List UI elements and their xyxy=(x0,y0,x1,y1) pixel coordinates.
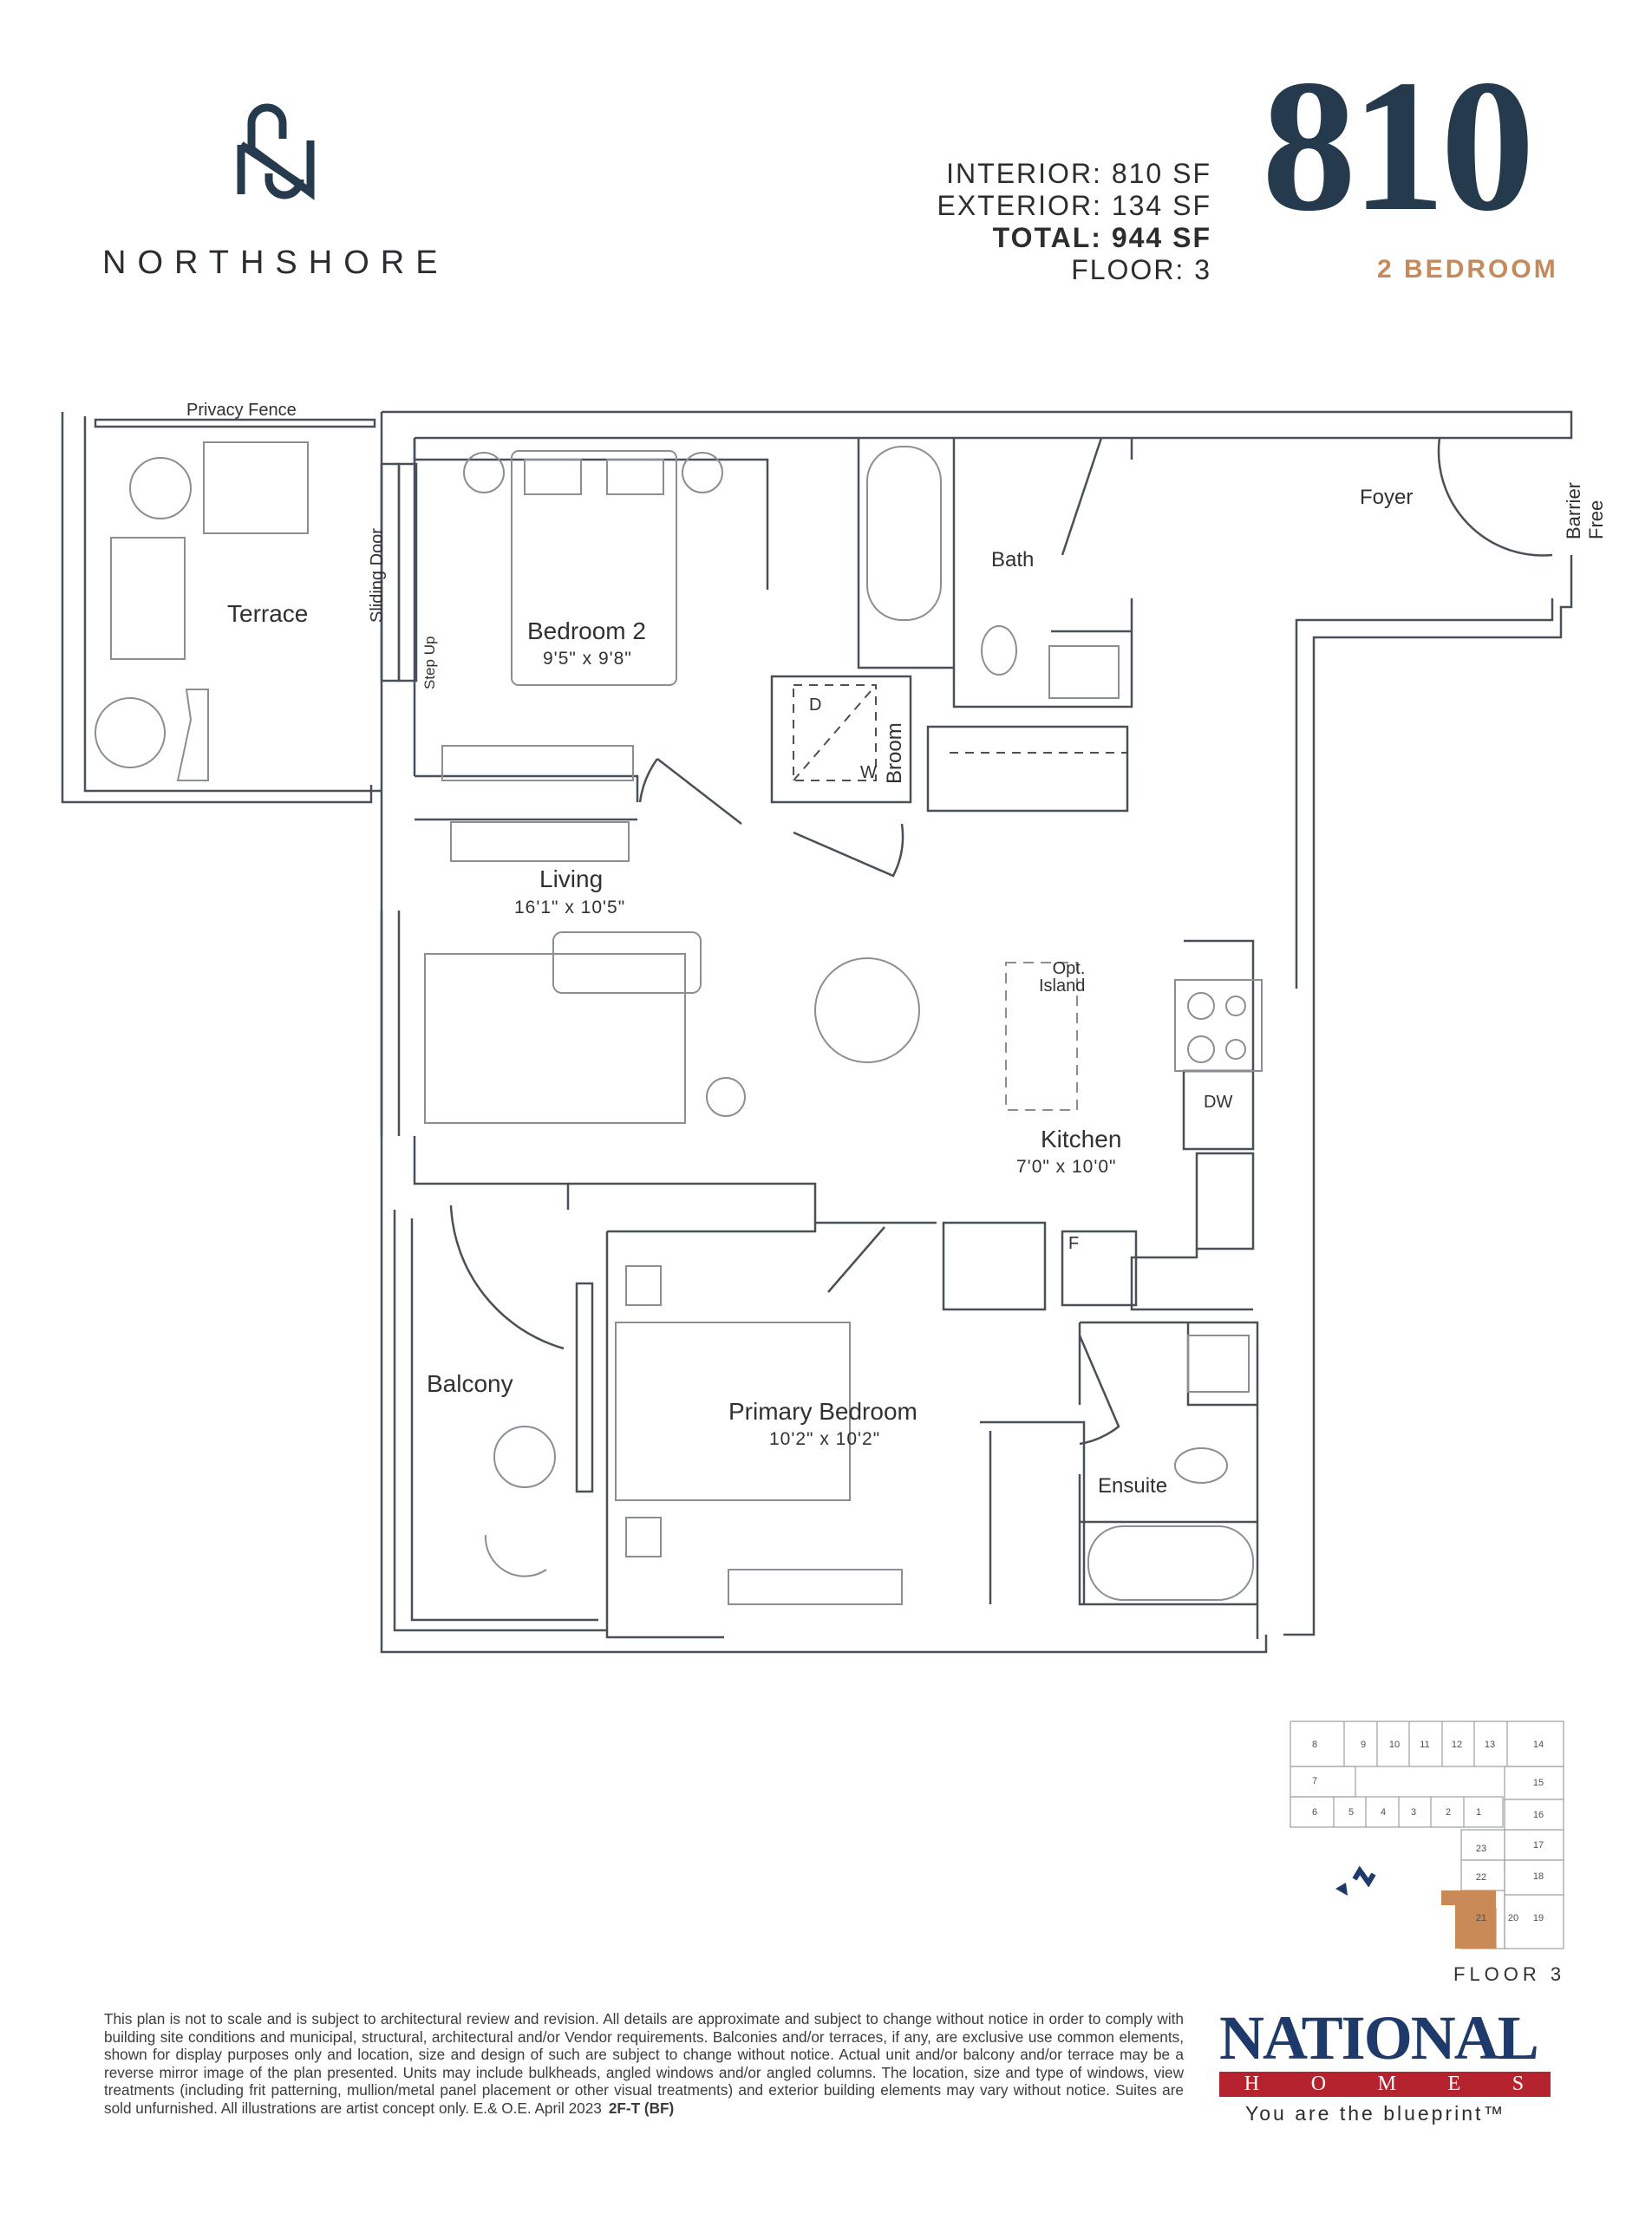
svg-text:7: 7 xyxy=(1312,1776,1317,1786)
svg-text:15: 15 xyxy=(1533,1778,1544,1788)
living-label: Living xyxy=(539,865,604,892)
washer-label: W xyxy=(860,763,877,782)
svg-text:8: 8 xyxy=(1312,1740,1317,1750)
svg-text:20: 20 xyxy=(1508,1913,1518,1923)
svg-text:16: 16 xyxy=(1533,1810,1544,1820)
builder-homes-bar: H O M E S xyxy=(1219,2072,1551,2097)
living-dims: 16'1" x 10'5" xyxy=(514,898,626,917)
svg-text:19: 19 xyxy=(1533,1913,1544,1923)
foyer-label: Foyer xyxy=(1360,486,1414,509)
interior-area: INTERIOR: 810 SF xyxy=(946,158,1211,189)
dishwasher-label: DW xyxy=(1204,1093,1233,1112)
bedroom2-dims: 9'5" x 9'8" xyxy=(543,649,632,669)
step-up-label: Step Up xyxy=(421,636,438,689)
ns-monogram-icon xyxy=(237,103,315,200)
kitchen-dims: 7'0" x 10'0" xyxy=(1016,1157,1117,1177)
plan-code: 2F-T (BF) xyxy=(608,2099,675,2117)
unit-number: 810 xyxy=(1262,42,1535,251)
broom-closet-label: Broom xyxy=(883,722,906,784)
north-arrow-icon xyxy=(1335,1865,1376,1896)
brand-name: NORTHSHORE xyxy=(102,245,449,281)
svg-text:22: 22 xyxy=(1476,1872,1486,1883)
balcony-label: Balcony xyxy=(427,1370,513,1397)
svg-text:9: 9 xyxy=(1361,1740,1366,1750)
disclaimer-text: This plan is not to scale and is subject… xyxy=(104,2010,1184,2117)
svg-text:18: 18 xyxy=(1533,1871,1544,1882)
svg-text:23: 23 xyxy=(1476,1844,1486,1854)
fridge-label: F xyxy=(1068,1234,1080,1253)
bedroom2-label: Bedroom 2 xyxy=(527,617,646,644)
unit-type: 2 BEDROOM xyxy=(1377,255,1558,284)
floor-number: FLOOR: 3 xyxy=(1071,254,1211,285)
svg-text:3: 3 xyxy=(1411,1807,1416,1818)
svg-text:10: 10 xyxy=(1389,1740,1400,1750)
opt-island-label: Opt. Island xyxy=(1039,959,1086,996)
svg-text:6: 6 xyxy=(1312,1807,1317,1818)
total-area: TOTAL: 944 SF xyxy=(992,222,1211,253)
dryer-label: D xyxy=(809,695,822,715)
ensuite-label: Ensuite xyxy=(1098,1474,1168,1498)
svg-text:5: 5 xyxy=(1348,1807,1354,1818)
area-specs: INTERIOR: 810 SF EXTERIOR: 134 SF TOTAL:… xyxy=(937,158,1211,286)
kitchen-label: Kitchen xyxy=(1041,1126,1122,1152)
sliding-door-label: Sliding Door xyxy=(368,528,387,623)
svg-text:1: 1 xyxy=(1476,1807,1481,1818)
highlighted-unit-21 xyxy=(1441,1890,1496,1949)
svg-text:11: 11 xyxy=(1420,1740,1429,1750)
svg-text:13: 13 xyxy=(1485,1740,1495,1750)
keyplan-floor-label: FLOOR 3 xyxy=(1453,1963,1566,1985)
disclaimer: This plan is not to scale and is subject… xyxy=(104,2010,1184,2117)
bath-label: Bath xyxy=(991,548,1035,571)
builder-logo: NATIONAL H O M E S You are the blueprint… xyxy=(1219,2003,1566,2125)
svg-text:17: 17 xyxy=(1533,1840,1544,1851)
barrier-free-label: Barrier Free xyxy=(1563,481,1607,539)
svg-text:21: 21 xyxy=(1476,1913,1486,1923)
exterior-area: EXTERIOR: 134 SF xyxy=(937,190,1211,221)
svg-text:4: 4 xyxy=(1381,1807,1386,1818)
privacy-fence-label: Privacy Fence xyxy=(186,401,297,420)
primary-bedroom-dims: 10'2" x 10'2" xyxy=(769,1429,881,1449)
svg-text:2: 2 xyxy=(1446,1807,1451,1818)
svg-text:14: 14 xyxy=(1533,1740,1544,1750)
builder-name: NATIONAL xyxy=(1219,2003,1539,2073)
primary-bedroom-label: Primary Bedroom xyxy=(728,1398,917,1425)
terrace-label: Terrace xyxy=(227,600,309,627)
builder-tagline: You are the blueprint™ xyxy=(1245,2102,1506,2125)
svg-text:12: 12 xyxy=(1452,1740,1462,1750)
